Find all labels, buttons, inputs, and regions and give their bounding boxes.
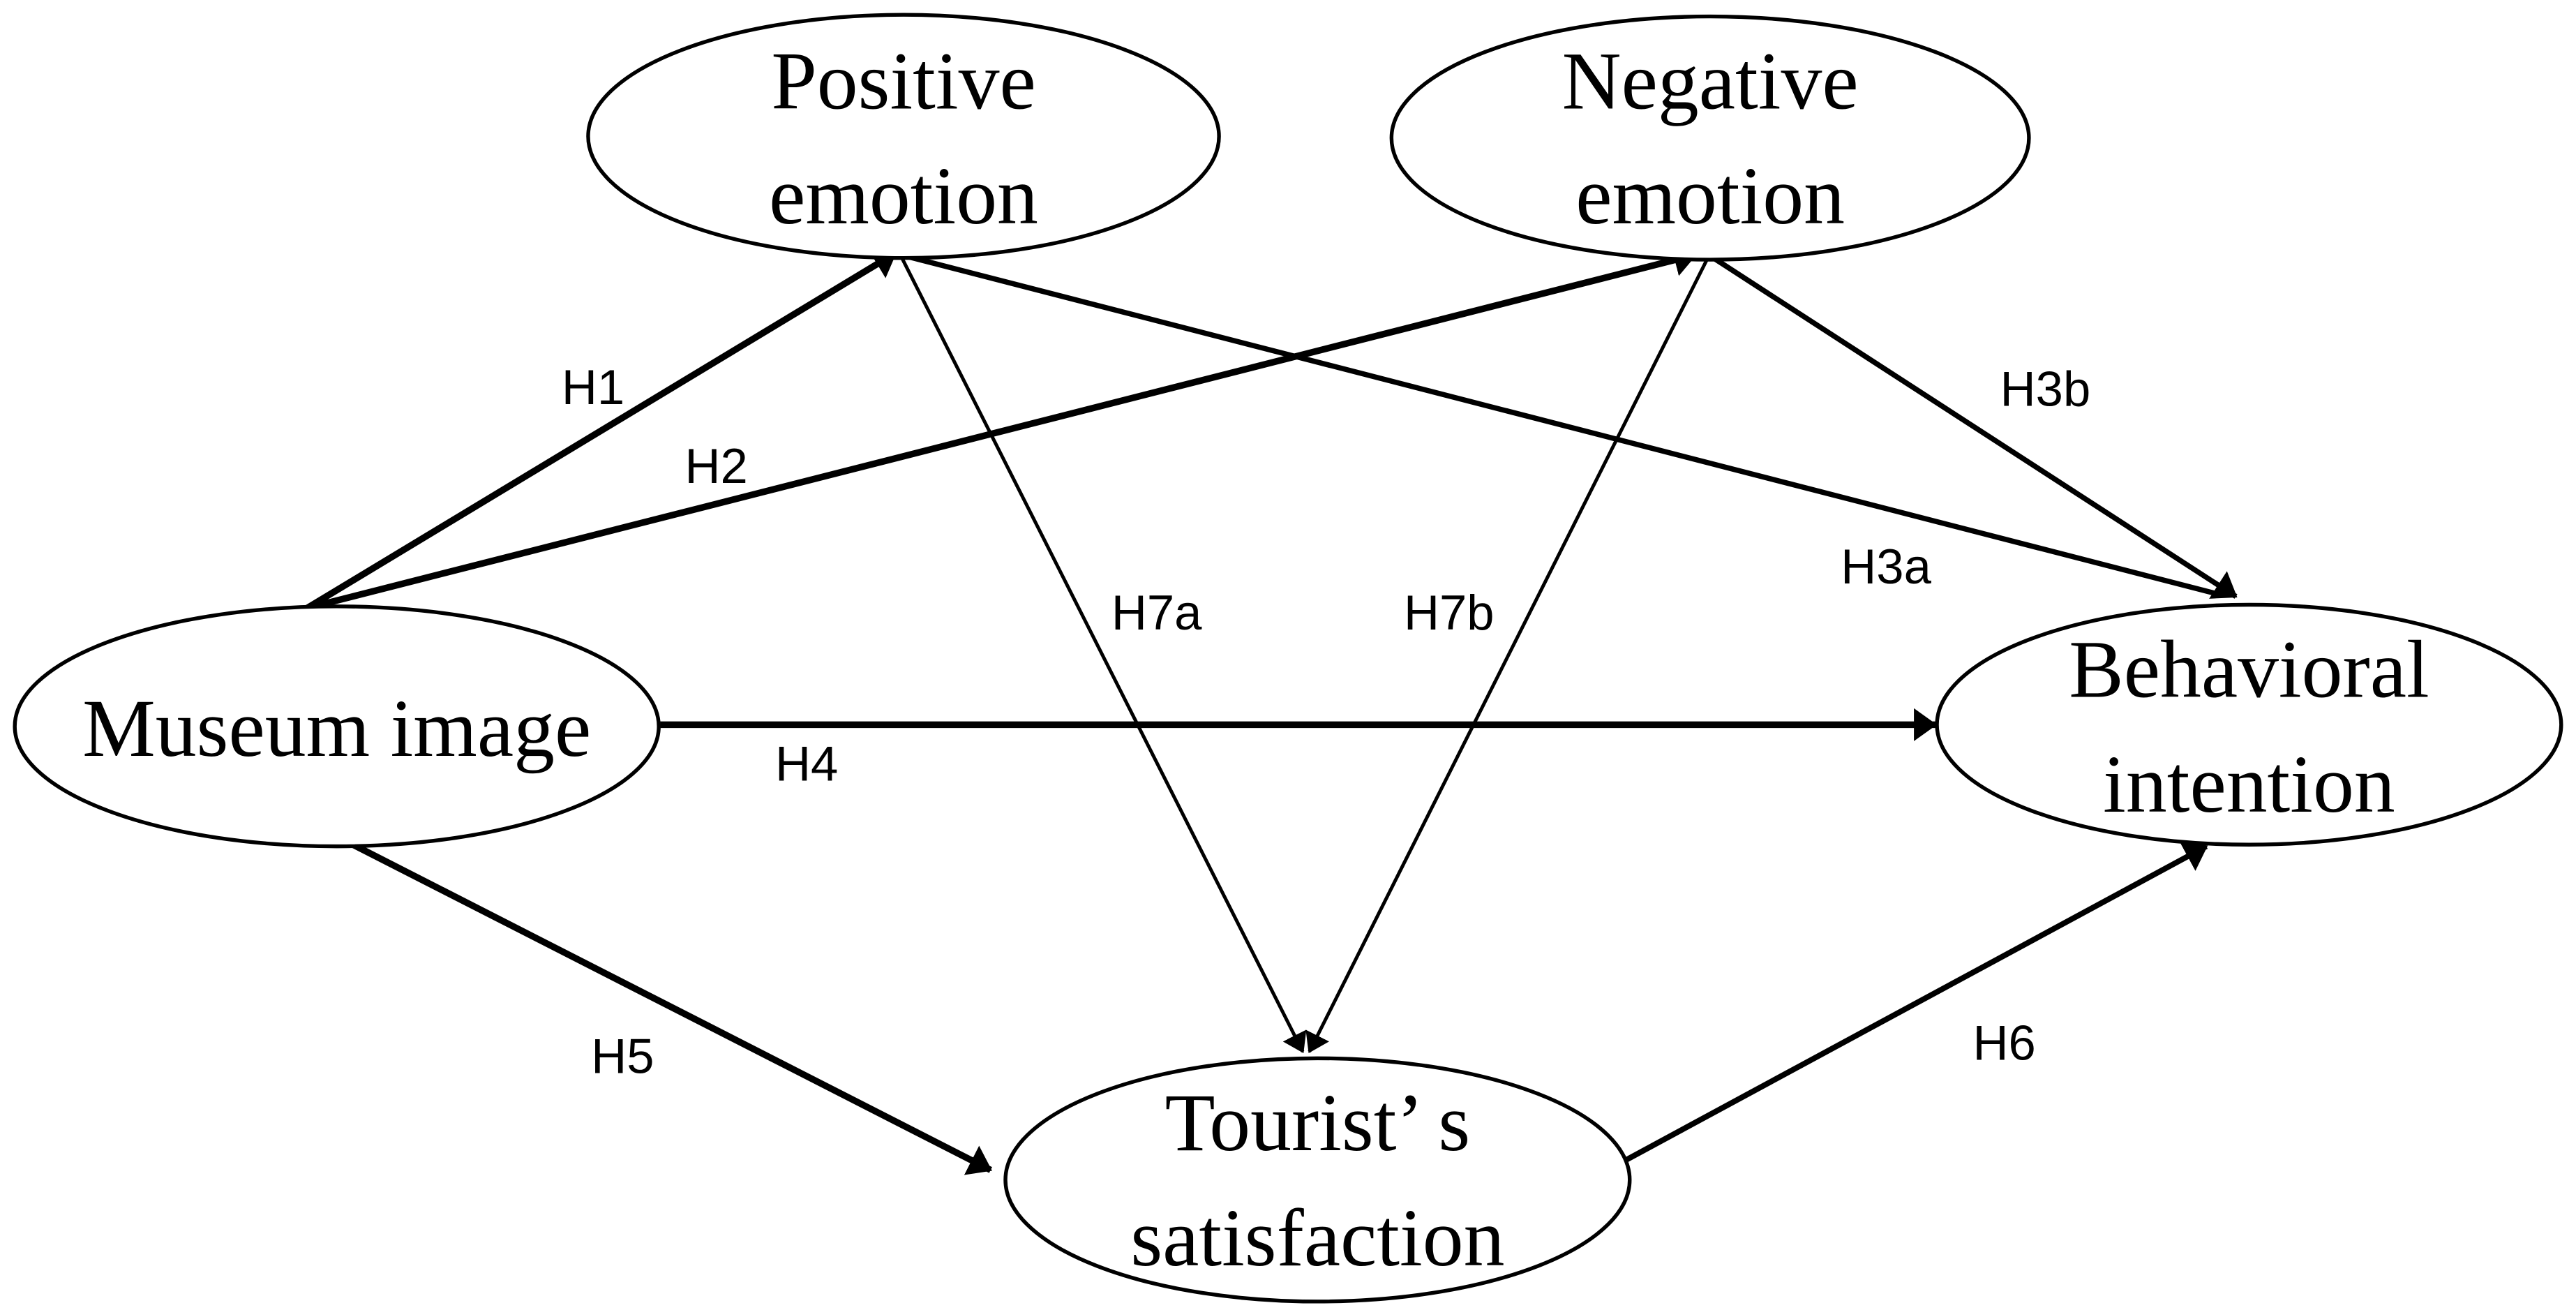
negative-emotion-label-line1: Negative bbox=[1562, 36, 1859, 126]
museum-image-ellipse bbox=[13, 604, 661, 849]
positive-emotion-ellipse bbox=[586, 13, 1221, 260]
label-h1: H1 bbox=[562, 359, 624, 415]
tourist-satisfaction-label-line1: Tourist’ s bbox=[1165, 1078, 1471, 1168]
label-h5: H5 bbox=[591, 1029, 654, 1084]
node-museum-image: Museum image bbox=[13, 604, 661, 849]
positive-emotion-label-line2: emotion bbox=[769, 151, 1038, 241]
arrow-h1-museum-to-positive bbox=[305, 250, 897, 611]
arrow-h7b-negative-to-satisfaction bbox=[1305, 258, 1709, 1054]
node-negative-emotion: Negative emotion bbox=[1389, 14, 2031, 262]
nodes-group: Museum image Positive emotion Negative e… bbox=[13, 13, 2563, 1304]
label-h7a: H7a bbox=[1111, 585, 1202, 640]
label-h3a: H3a bbox=[1841, 539, 1931, 594]
tourist-satisfaction-label-line2: satisfaction bbox=[1130, 1193, 1504, 1283]
behavioral-intention-label-line2: intention bbox=[2103, 739, 2395, 830]
node-tourist-satisfaction: Tourist’ s satisfaction bbox=[1003, 1056, 1632, 1304]
label-h6: H6 bbox=[1972, 1015, 2035, 1071]
museum-image-label: Museum image bbox=[82, 683, 591, 774]
arrow-h7a-positive-to-satisfaction bbox=[900, 257, 1307, 1054]
positive-emotion-label-line1: Positive bbox=[771, 36, 1035, 126]
label-h4: H4 bbox=[775, 736, 838, 791]
edge-labels-group: H1 H2 H3a H3b H4 H5 H6 H7a H7b bbox=[562, 359, 2090, 1083]
label-h3b: H3b bbox=[2000, 362, 2091, 417]
node-behavioral-intention: Behavioral intention bbox=[1935, 602, 2563, 847]
behavioral-intention-ellipse bbox=[1935, 602, 2563, 847]
label-h7b: H7b bbox=[1404, 585, 1495, 640]
arrow-h3a-positive-to-behavioral bbox=[906, 253, 2222, 598]
edges-group bbox=[305, 244, 2238, 1175]
arrow-h5-museum-to-satisfaction bbox=[341, 837, 992, 1175]
arrow-h3b-negative-to-behavioral bbox=[1712, 255, 2238, 599]
negative-emotion-label-line2: emotion bbox=[1575, 151, 1845, 241]
arrow-h6-satisfaction-to-behavioral bbox=[1615, 842, 2208, 1168]
arrow-h2-museum-to-negative bbox=[306, 244, 1698, 611]
node-positive-emotion: Positive emotion bbox=[586, 13, 1221, 260]
negative-emotion-ellipse bbox=[1389, 14, 2031, 262]
label-h2: H2 bbox=[684, 438, 747, 493]
behavioral-intention-label-line1: Behavioral bbox=[2069, 624, 2429, 715]
tourist-satisfaction-ellipse bbox=[1003, 1056, 1632, 1304]
